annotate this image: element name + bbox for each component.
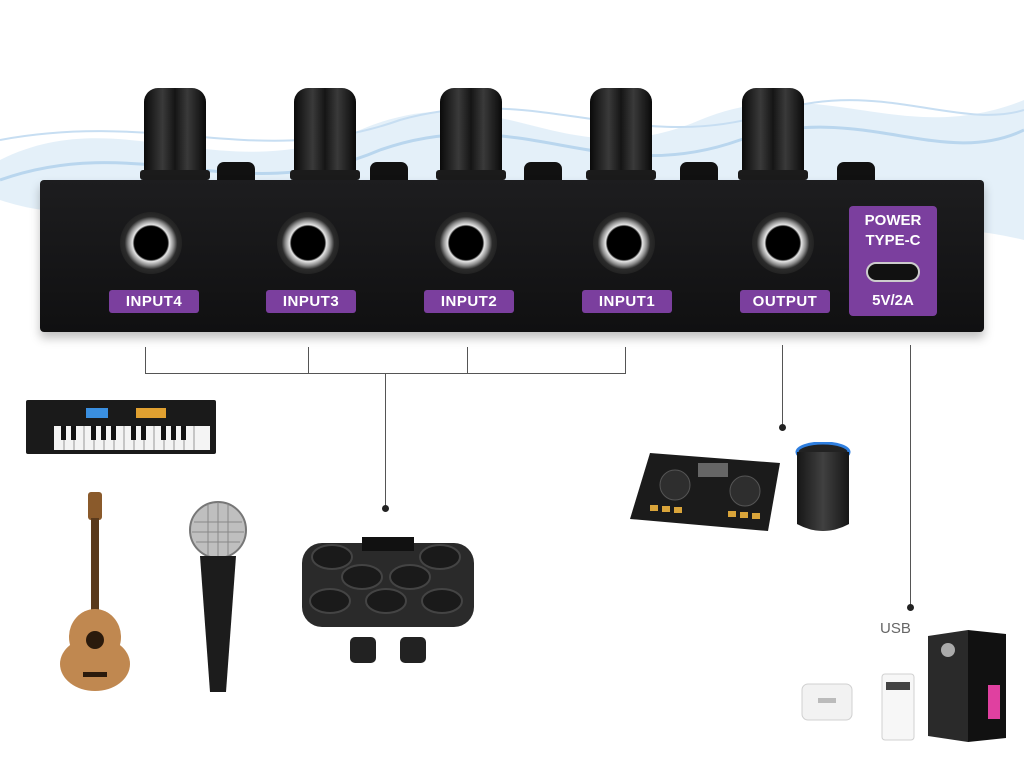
connector-line: [308, 347, 309, 374]
keyboard-synth-icon: [26, 400, 216, 454]
input4-jack[interactable]: [120, 212, 182, 274]
input3-label: INPUT3: [266, 290, 356, 313]
input1-switch[interactable]: [680, 162, 718, 184]
connector-dot: [382, 505, 389, 512]
input1-jack[interactable]: [593, 212, 655, 274]
usb-c-port[interactable]: [866, 262, 920, 282]
power-switch[interactable]: [837, 162, 875, 184]
connector-dot: [779, 424, 786, 431]
connector-line: [467, 347, 468, 374]
input4-switch[interactable]: [217, 162, 255, 184]
usb-label: USB: [880, 620, 911, 637]
ukulele-icon: [60, 492, 130, 691]
electronic-drum-pad-icon: [302, 537, 474, 663]
desktop-pc-tower-icon: [928, 630, 1006, 742]
type-c-label: TYPE-C: [865, 232, 921, 249]
input2-volume-knob[interactable]: [436, 88, 506, 180]
output-label: OUTPUT: [740, 290, 830, 313]
output-volume-knob[interactable]: [738, 88, 808, 180]
power-label: POWER: [864, 212, 922, 229]
input4-volume-knob[interactable]: [140, 88, 210, 180]
connector-line: [910, 345, 911, 607]
power-spec-label: 5V/2A: [872, 292, 914, 309]
input2-switch[interactable]: [524, 162, 562, 184]
input3-switch[interactable]: [370, 162, 408, 184]
power-bank-icon: [881, 673, 915, 741]
connector-line: [145, 347, 146, 374]
input1-volume-knob[interactable]: [586, 88, 656, 180]
output-jack[interactable]: [752, 212, 814, 274]
power-type-c-block: POWER TYPE-C 5V/2A: [849, 206, 937, 316]
input1-label: INPUT1: [582, 290, 672, 313]
input2-label: INPUT2: [424, 290, 514, 313]
connector-dot: [907, 604, 914, 611]
usb-wall-charger-icon: [801, 683, 853, 721]
smart-speaker-icon: [795, 442, 851, 531]
input4-label: INPUT4: [109, 290, 199, 313]
input3-volume-knob[interactable]: [290, 88, 360, 180]
dj-controller-icon: [630, 453, 780, 531]
connector-line: [625, 347, 626, 374]
input3-jack[interactable]: [277, 212, 339, 274]
input2-jack[interactable]: [435, 212, 497, 274]
microphone-icon: [189, 501, 247, 692]
connector-line: [782, 345, 783, 427]
connector-line: [385, 373, 386, 508]
